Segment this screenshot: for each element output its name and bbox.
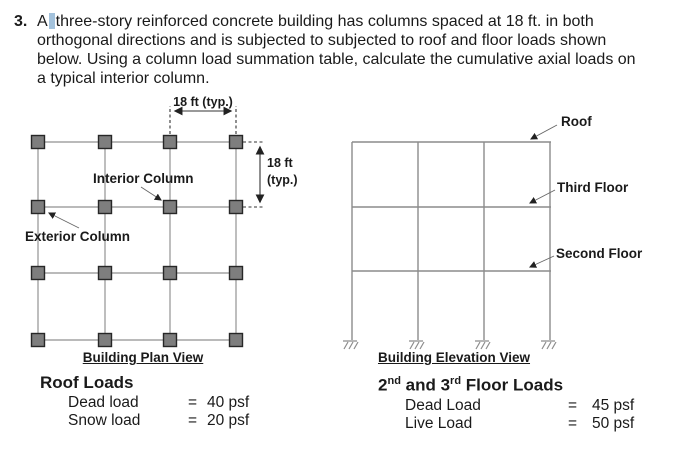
roof-loads-section: Roof Loads Dead load = 40 psf Snow load = 20… xyxy=(40,374,249,430)
problem-number: 3. xyxy=(14,13,28,30)
elevation-leader-arrows xyxy=(529,124,558,268)
title-part: Floor Loads xyxy=(461,375,564,395)
plan-view-caption: Building Plan View xyxy=(82,350,204,365)
plan-dim-top-label: 18 ft (typ.) xyxy=(173,95,233,109)
elevation-view-caption: Building Elevation View xyxy=(377,350,531,365)
problem-line-4: a typical interior column. xyxy=(37,70,210,87)
load-value: 20 psf xyxy=(207,412,250,429)
floor-loads-section: 2nd and 3rd Floor Loads Dead Load = 45 psf… xyxy=(378,372,634,433)
title-superscript: nd xyxy=(387,375,401,387)
elevation-frame xyxy=(351,141,551,340)
problem-line-2: orthogonal directions and is subjected t… xyxy=(37,32,607,49)
floor-loads-row-live: Live Load = 50 psf xyxy=(378,415,634,433)
title-part: 2 xyxy=(378,375,388,395)
text-before-cursor: A xyxy=(37,13,48,30)
exterior-column-label: Exterior Column xyxy=(25,229,131,244)
plan-dim-right-label: 18 ft (typ.) xyxy=(267,155,298,189)
equals-sign: = xyxy=(188,394,198,411)
floor-loads-title: 2nd and 3rd Floor Loads xyxy=(378,372,634,395)
text-cursor[interactable] xyxy=(48,13,55,29)
load-value: 40 psf xyxy=(207,394,250,411)
equals-sign: = xyxy=(188,412,198,429)
title-superscript: rd xyxy=(450,375,462,387)
load-value: 45 psf xyxy=(592,396,635,414)
roof-loads-row-dead: Dead load = 40 psf xyxy=(40,394,249,412)
plan-dimension-lines xyxy=(169,106,265,208)
plan-dim-right-line1: 18 ft xyxy=(267,156,293,170)
load-label: Dead Load xyxy=(405,396,481,414)
problem-line-3: below. Using a column load summation tab… xyxy=(37,51,636,68)
third-floor-label: Third Floor xyxy=(557,180,629,195)
title-part: and 3 xyxy=(400,375,451,395)
roof-loads-row-snow: Snow load = 20 psf xyxy=(40,412,249,430)
load-value: 50 psf xyxy=(592,414,635,432)
roof-loads-title: Roof Loads xyxy=(40,373,134,392)
text-after-cursor: three-story reinforced concrete building… xyxy=(55,13,594,30)
roof-label: Roof xyxy=(561,114,592,129)
equals-sign: = xyxy=(568,396,578,414)
second-floor-label: Second Floor xyxy=(556,246,643,261)
load-label: Snow load xyxy=(68,412,141,429)
load-label: Dead load xyxy=(68,394,139,411)
load-label: Live Load xyxy=(405,414,473,432)
equals-sign: = xyxy=(568,414,578,432)
plan-leader-arrows xyxy=(48,186,162,229)
elevation-ground-supports xyxy=(343,340,557,350)
floor-loads-row-dead: Dead Load = 45 psf xyxy=(378,397,634,415)
interior-column-label: Interior Column xyxy=(93,171,194,186)
plan-dim-right-line2: (typ.) xyxy=(267,173,298,187)
